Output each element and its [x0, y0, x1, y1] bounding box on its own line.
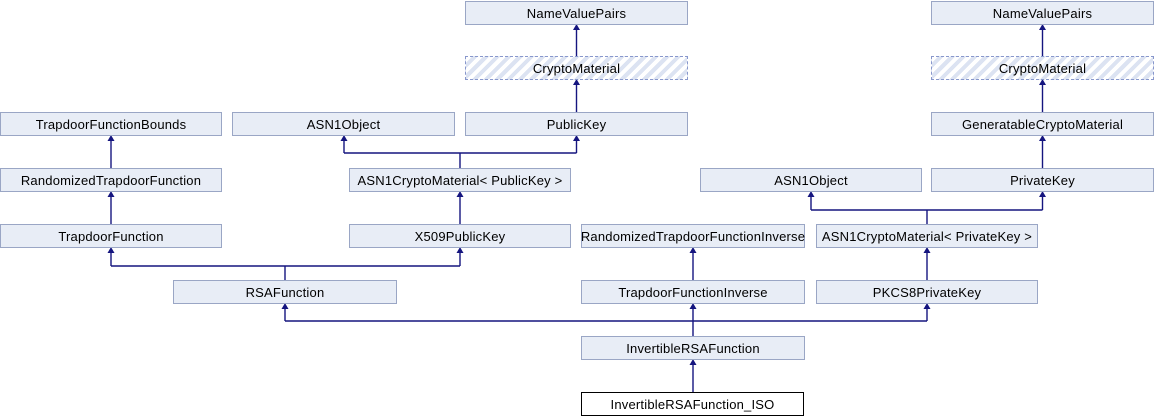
node-pkcs8-private-key[interactable]: PKCS8PrivateKey: [816, 280, 1038, 304]
edge-trapdoorfunctioninverse-to-randomized: [689, 247, 697, 280]
edge-asn1cryptomaterial-privatekey-branch: [807, 191, 1046, 224]
node-name-value-pairs-left[interactable]: NameValuePairs: [465, 1, 688, 25]
node-name-value-pairs-right[interactable]: NameValuePairs: [931, 1, 1154, 25]
edge-privatekey-to-generatablecryptomaterial: [1039, 135, 1046, 168]
node-invertible-rsa-function-iso: InvertibleRSAFunction_ISO: [581, 392, 804, 416]
edge-invertiblersafunction-branch: [281, 303, 931, 336]
node-private-key[interactable]: PrivateKey: [931, 168, 1154, 192]
edge-trapdoorfunction-to-randomizedtrapdoorfunction: [107, 191, 115, 224]
node-asn1-crypto-material-private-key[interactable]: ASN1CryptoMaterial< PrivateKey >: [816, 224, 1038, 248]
edge-generatablecryptomaterial-to-cryptomaterial: [1039, 79, 1046, 112]
node-generatable-crypto-material[interactable]: GeneratableCryptoMaterial: [931, 112, 1154, 136]
node-randomized-trapdoor-function[interactable]: RandomizedTrapdoorFunction: [0, 168, 222, 192]
node-public-key[interactable]: PublicKey: [465, 112, 688, 136]
edge-iso-to-invertiblersafunction: [689, 359, 697, 392]
node-trapdoor-function-inverse[interactable]: TrapdoorFunctionInverse: [581, 280, 805, 304]
edge-pkcs8privatekey-to-asn1cryptomaterial: [923, 247, 931, 280]
node-crypto-material-right[interactable]: CryptoMaterial: [931, 56, 1154, 80]
edge-cryptomaterial-to-namevaluepairs-left: [573, 24, 580, 56]
edge-cryptomaterial-to-namevaluepairs-right: [1039, 24, 1046, 56]
node-rsa-function[interactable]: RSAFunction: [173, 280, 397, 304]
edge-rsafunction-branch: [107, 247, 464, 280]
edge-publickey-to-cryptomaterial: [573, 79, 580, 112]
node-x509-public-key[interactable]: X509PublicKey: [349, 224, 571, 248]
node-randomized-trapdoor-function-inverse[interactable]: RandomizedTrapdoorFunctionInverse: [581, 224, 805, 248]
node-invertible-rsa-function[interactable]: InvertibleRSAFunction: [581, 336, 805, 360]
node-asn1-object-left[interactable]: ASN1Object: [232, 112, 455, 136]
node-asn1-crypto-material-public-key[interactable]: ASN1CryptoMaterial< PublicKey >: [349, 168, 571, 192]
edge-x509publickey-to-asn1cryptomaterial: [456, 191, 464, 224]
node-crypto-material-left[interactable]: CryptoMaterial: [465, 56, 688, 80]
edge-randomizedtrapdoorfunction-to-trapdoorfunctionbounds: [107, 135, 115, 168]
node-trapdoor-function[interactable]: TrapdoorFunction: [0, 224, 222, 248]
node-trapdoor-function-bounds[interactable]: TrapdoorFunctionBounds: [0, 112, 222, 136]
node-asn1-object-right[interactable]: ASN1Object: [700, 168, 922, 192]
edge-asn1cryptomaterial-publickey-branch: [340, 135, 580, 168]
